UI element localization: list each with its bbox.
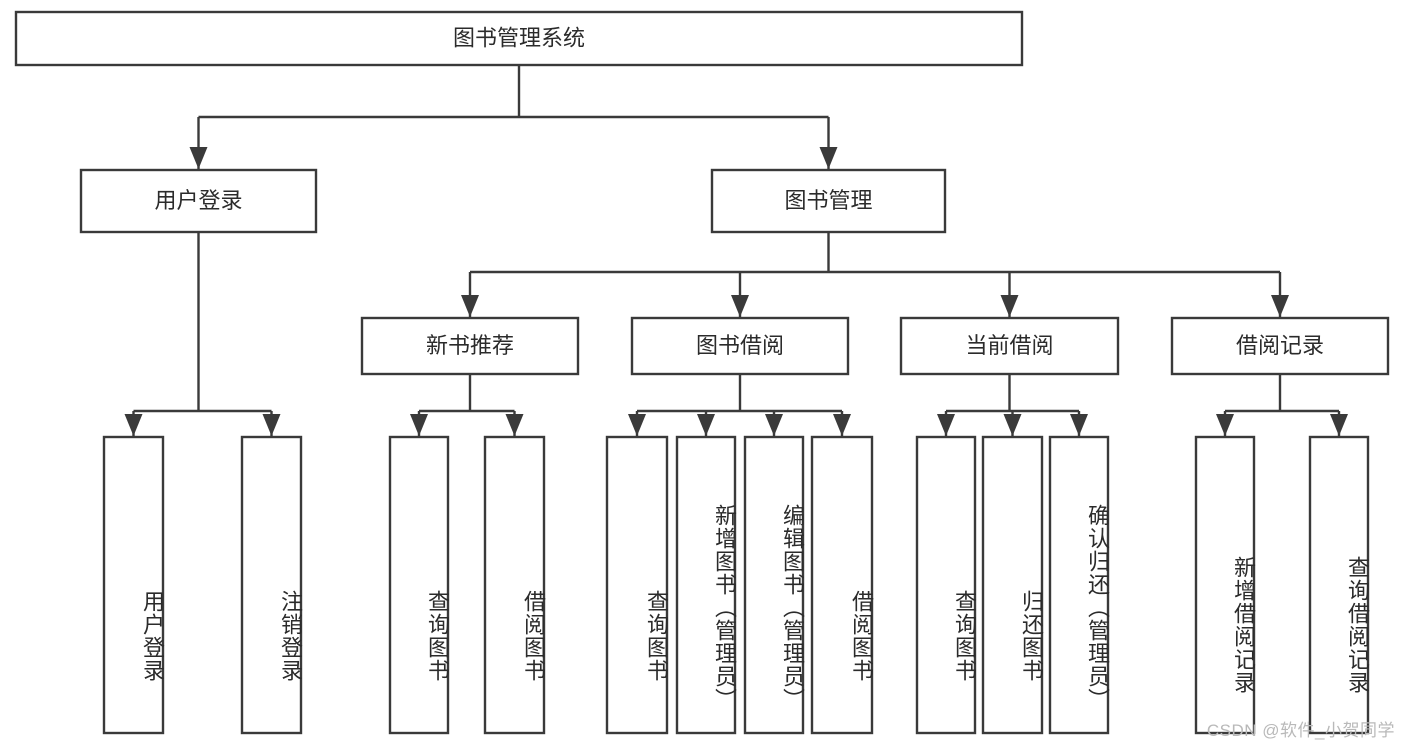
arrow-head-icon: [1070, 414, 1088, 436]
node-leaf-query-book-1[interactable]: [388, 435, 450, 735]
edge-group-root: [189, 65, 838, 169]
node-leaf-return-book[interactable]: [981, 435, 1044, 735]
arrow-head-icon: [1216, 414, 1234, 436]
node-box: [360, 316, 580, 376]
node-box: [1194, 435, 1256, 735]
node-leaf-borrow-book-2[interactable]: [810, 435, 874, 735]
arrow-head-icon: [1271, 295, 1289, 317]
arrow-head-icon: [1330, 414, 1348, 436]
node-box: [810, 435, 874, 735]
node-box: [1048, 435, 1110, 735]
arrow-head-icon: [731, 295, 749, 317]
edge-group-book-manage: [461, 232, 1289, 317]
node-box: [743, 435, 805, 735]
node-leaf-edit-book[interactable]: [743, 435, 805, 735]
arrow-head-icon: [628, 414, 646, 436]
node-label: 图书管理: [784, 188, 872, 213]
node-box: [1170, 316, 1390, 376]
edge-group-user-login: [124, 232, 281, 436]
arrow-head-icon: [1000, 295, 1019, 317]
node-leaf-confirm-return[interactable]: [1048, 435, 1110, 735]
arrow-head-icon: [262, 414, 281, 436]
node-box: [710, 168, 947, 234]
node-box: [388, 435, 450, 735]
node-leaf-query-book-2[interactable]: [605, 435, 669, 735]
arrow-head-icon: [461, 295, 479, 317]
arrow-head-icon: [697, 414, 715, 436]
node-box: [981, 435, 1044, 735]
node-leaf-logout[interactable]: [240, 435, 303, 735]
node-box: [630, 316, 850, 376]
node-box: [79, 168, 318, 234]
node-leaf-add-book[interactable]: [675, 435, 737, 735]
arrow-head-icon: [937, 414, 955, 436]
node-book-borrow[interactable]: 图书借阅: [630, 316, 850, 376]
node-leaf-query-book-3[interactable]: [915, 435, 977, 735]
node-box: [240, 435, 303, 735]
connectors-layer: [124, 65, 1348, 436]
node-box: [1308, 435, 1370, 735]
node-book-manage[interactable]: 图书管理: [710, 168, 947, 234]
edge-group-new-book-rec: [410, 374, 524, 436]
arrow-head-icon: [833, 414, 851, 436]
node-leaf-add-record[interactable]: [1194, 435, 1256, 735]
edge-group-book-borrow: [628, 374, 851, 436]
arrow-head-icon: [124, 414, 143, 436]
node-box: [605, 435, 669, 735]
csdn-watermark: CSDN @软件_小贺同学: [1206, 721, 1395, 740]
arrow-head-icon: [819, 147, 838, 169]
node-label: 用户登录: [154, 188, 242, 213]
node-root[interactable]: 图书管理系统: [14, 10, 1024, 67]
node-label: 图书管理系统: [453, 25, 585, 50]
node-label: 借阅记录: [1236, 333, 1324, 358]
node-user-login[interactable]: 用户登录: [79, 168, 318, 234]
arrow-head-icon: [505, 414, 524, 436]
node-label: 新书推荐: [426, 333, 514, 358]
node-box: [915, 435, 977, 735]
node-box: [14, 10, 1024, 67]
node-borrow-record[interactable]: 借阅记录: [1170, 316, 1390, 376]
node-box: [675, 435, 737, 735]
edge-group-current-borrow: [937, 374, 1088, 436]
edge-group-borrow-record: [1216, 374, 1348, 436]
arrow-head-icon: [410, 414, 428, 436]
node-leaf-query-record[interactable]: [1308, 435, 1370, 735]
node-label: 当前借阅: [965, 333, 1053, 358]
arrow-head-icon: [189, 147, 208, 169]
node-box: [102, 435, 165, 735]
arrow-head-icon: [1003, 414, 1022, 436]
node-leaf-user-login[interactable]: [102, 435, 165, 735]
node-new-book-rec[interactable]: 新书推荐: [360, 316, 580, 376]
node-leaf-borrow-book-1[interactable]: [483, 435, 546, 735]
node-box: [483, 435, 546, 735]
arrow-head-icon: [765, 414, 783, 436]
node-current-borrow[interactable]: 当前借阅: [899, 316, 1120, 376]
node-box: [899, 316, 1120, 376]
node-label: 图书借阅: [696, 333, 784, 358]
